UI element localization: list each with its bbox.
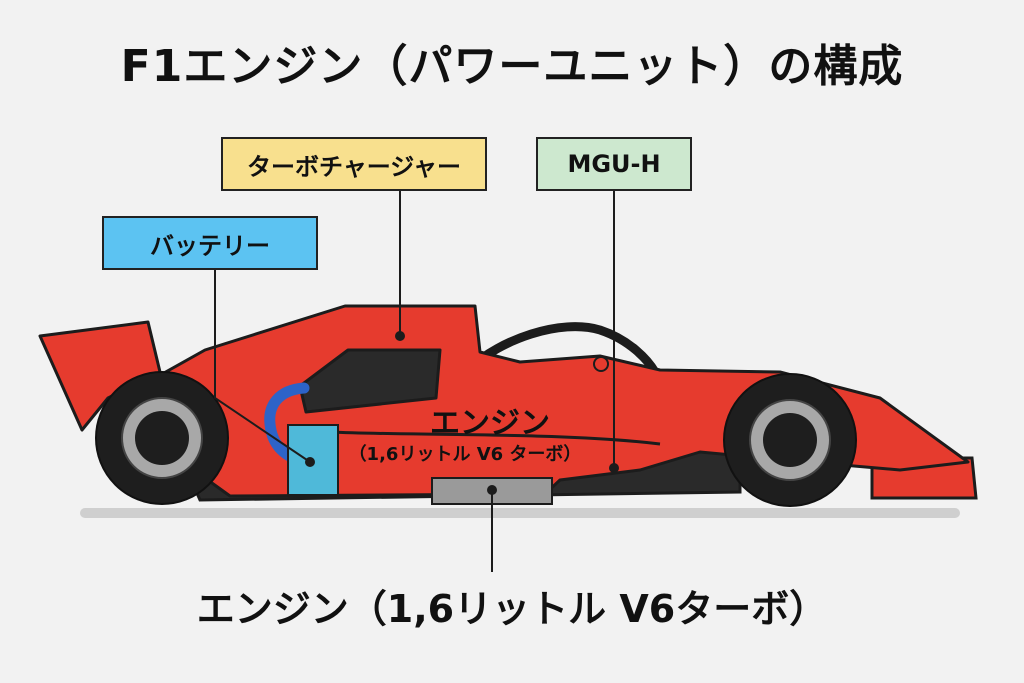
- leader-lines: [214, 191, 615, 572]
- engine-spec-on-car: （1,6リットル V6 ターボ）: [348, 444, 582, 465]
- rear-wheel: [95, 371, 229, 505]
- mgu-h-label-text: MGU-H: [567, 150, 661, 178]
- engine-label-on-car: エンジン: [430, 406, 550, 441]
- engine-bottom-label: エンジン（1,6リットル V6ターボ）: [196, 587, 828, 631]
- front-wheel: [723, 373, 857, 507]
- halo: [465, 322, 660, 377]
- leader-battery: [214, 270, 311, 463]
- turbocharger-label: ターボチャージャー: [221, 137, 487, 191]
- battery-label: バッテリー: [102, 216, 318, 270]
- battery-label-text: バッテリー: [150, 231, 270, 260]
- leader-dots: [305, 331, 619, 495]
- mgu-h-label: MGU-H: [536, 137, 692, 191]
- diagram-title: F1エンジン（パワーユニット）の構成: [120, 41, 904, 92]
- ground-line: [80, 508, 960, 518]
- sidepod-panel: [298, 348, 442, 414]
- body-lower-edge: [329, 430, 661, 446]
- turbocharger-label-text: ターボチャージャー: [246, 152, 462, 181]
- mirror: [593, 356, 609, 372]
